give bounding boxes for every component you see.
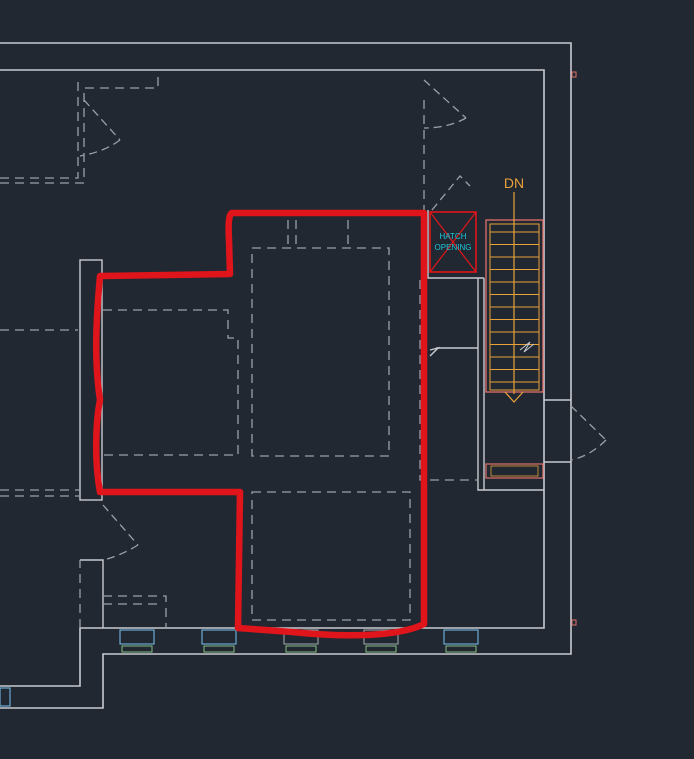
upper-left-room — [0, 75, 159, 184]
window — [443, 629, 479, 653]
south-windows — [0, 629, 479, 707]
upper-left-room-inner — [0, 80, 79, 179]
stair-hall-wall — [477, 278, 544, 491]
hatch-label-line1: HATCH — [440, 232, 467, 241]
door-swing-hatch — [431, 175, 471, 211]
closet-dash-2 — [419, 280, 478, 481]
hatch-label-line2: OPENING — [435, 243, 472, 252]
fixture-outer — [485, 463, 544, 479]
door-swings — [79, 79, 607, 561]
door-swing-west — [102, 504, 139, 561]
door-swing-upper-right — [423, 79, 467, 129]
marker-top — [571, 71, 577, 78]
fixture-inner — [490, 465, 539, 477]
staircase: DN — [485, 175, 544, 403]
interior-walls — [79, 210, 544, 628]
hatch-cross-2 — [429, 211, 477, 273]
hatch-frame — [429, 211, 477, 273]
room-box-south — [251, 491, 411, 621]
room-box-north — [251, 247, 390, 457]
room-box-west — [103, 309, 239, 456]
west-partition-wall — [79, 259, 103, 501]
window-lower-left — [0, 687, 11, 707]
fixture-box — [485, 463, 544, 479]
sw-room — [103, 595, 167, 628]
door-swing-upper-left — [79, 99, 121, 157]
window — [201, 629, 237, 653]
hatch-closet-wall — [427, 210, 484, 279]
sw-wall — [80, 559, 104, 628]
highlight-outline — [92, 209, 428, 639]
inner-wall-line — [0, 69, 545, 687]
wall-markers — [571, 71, 577, 626]
outer-wall-line — [0, 42, 572, 709]
window — [119, 629, 155, 653]
stair-break-mark — [519, 341, 535, 353]
hidden-lines — [0, 75, 478, 628]
marker-bottom — [571, 619, 577, 626]
stair-direction-label: DN — [504, 175, 524, 191]
stair-arrowhead — [504, 391, 524, 403]
hatch-opening: HATCH OPENING — [429, 211, 477, 273]
landing-arrow — [429, 346, 441, 357]
door-swing-east — [570, 405, 607, 461]
exterior-walls — [0, 42, 572, 709]
